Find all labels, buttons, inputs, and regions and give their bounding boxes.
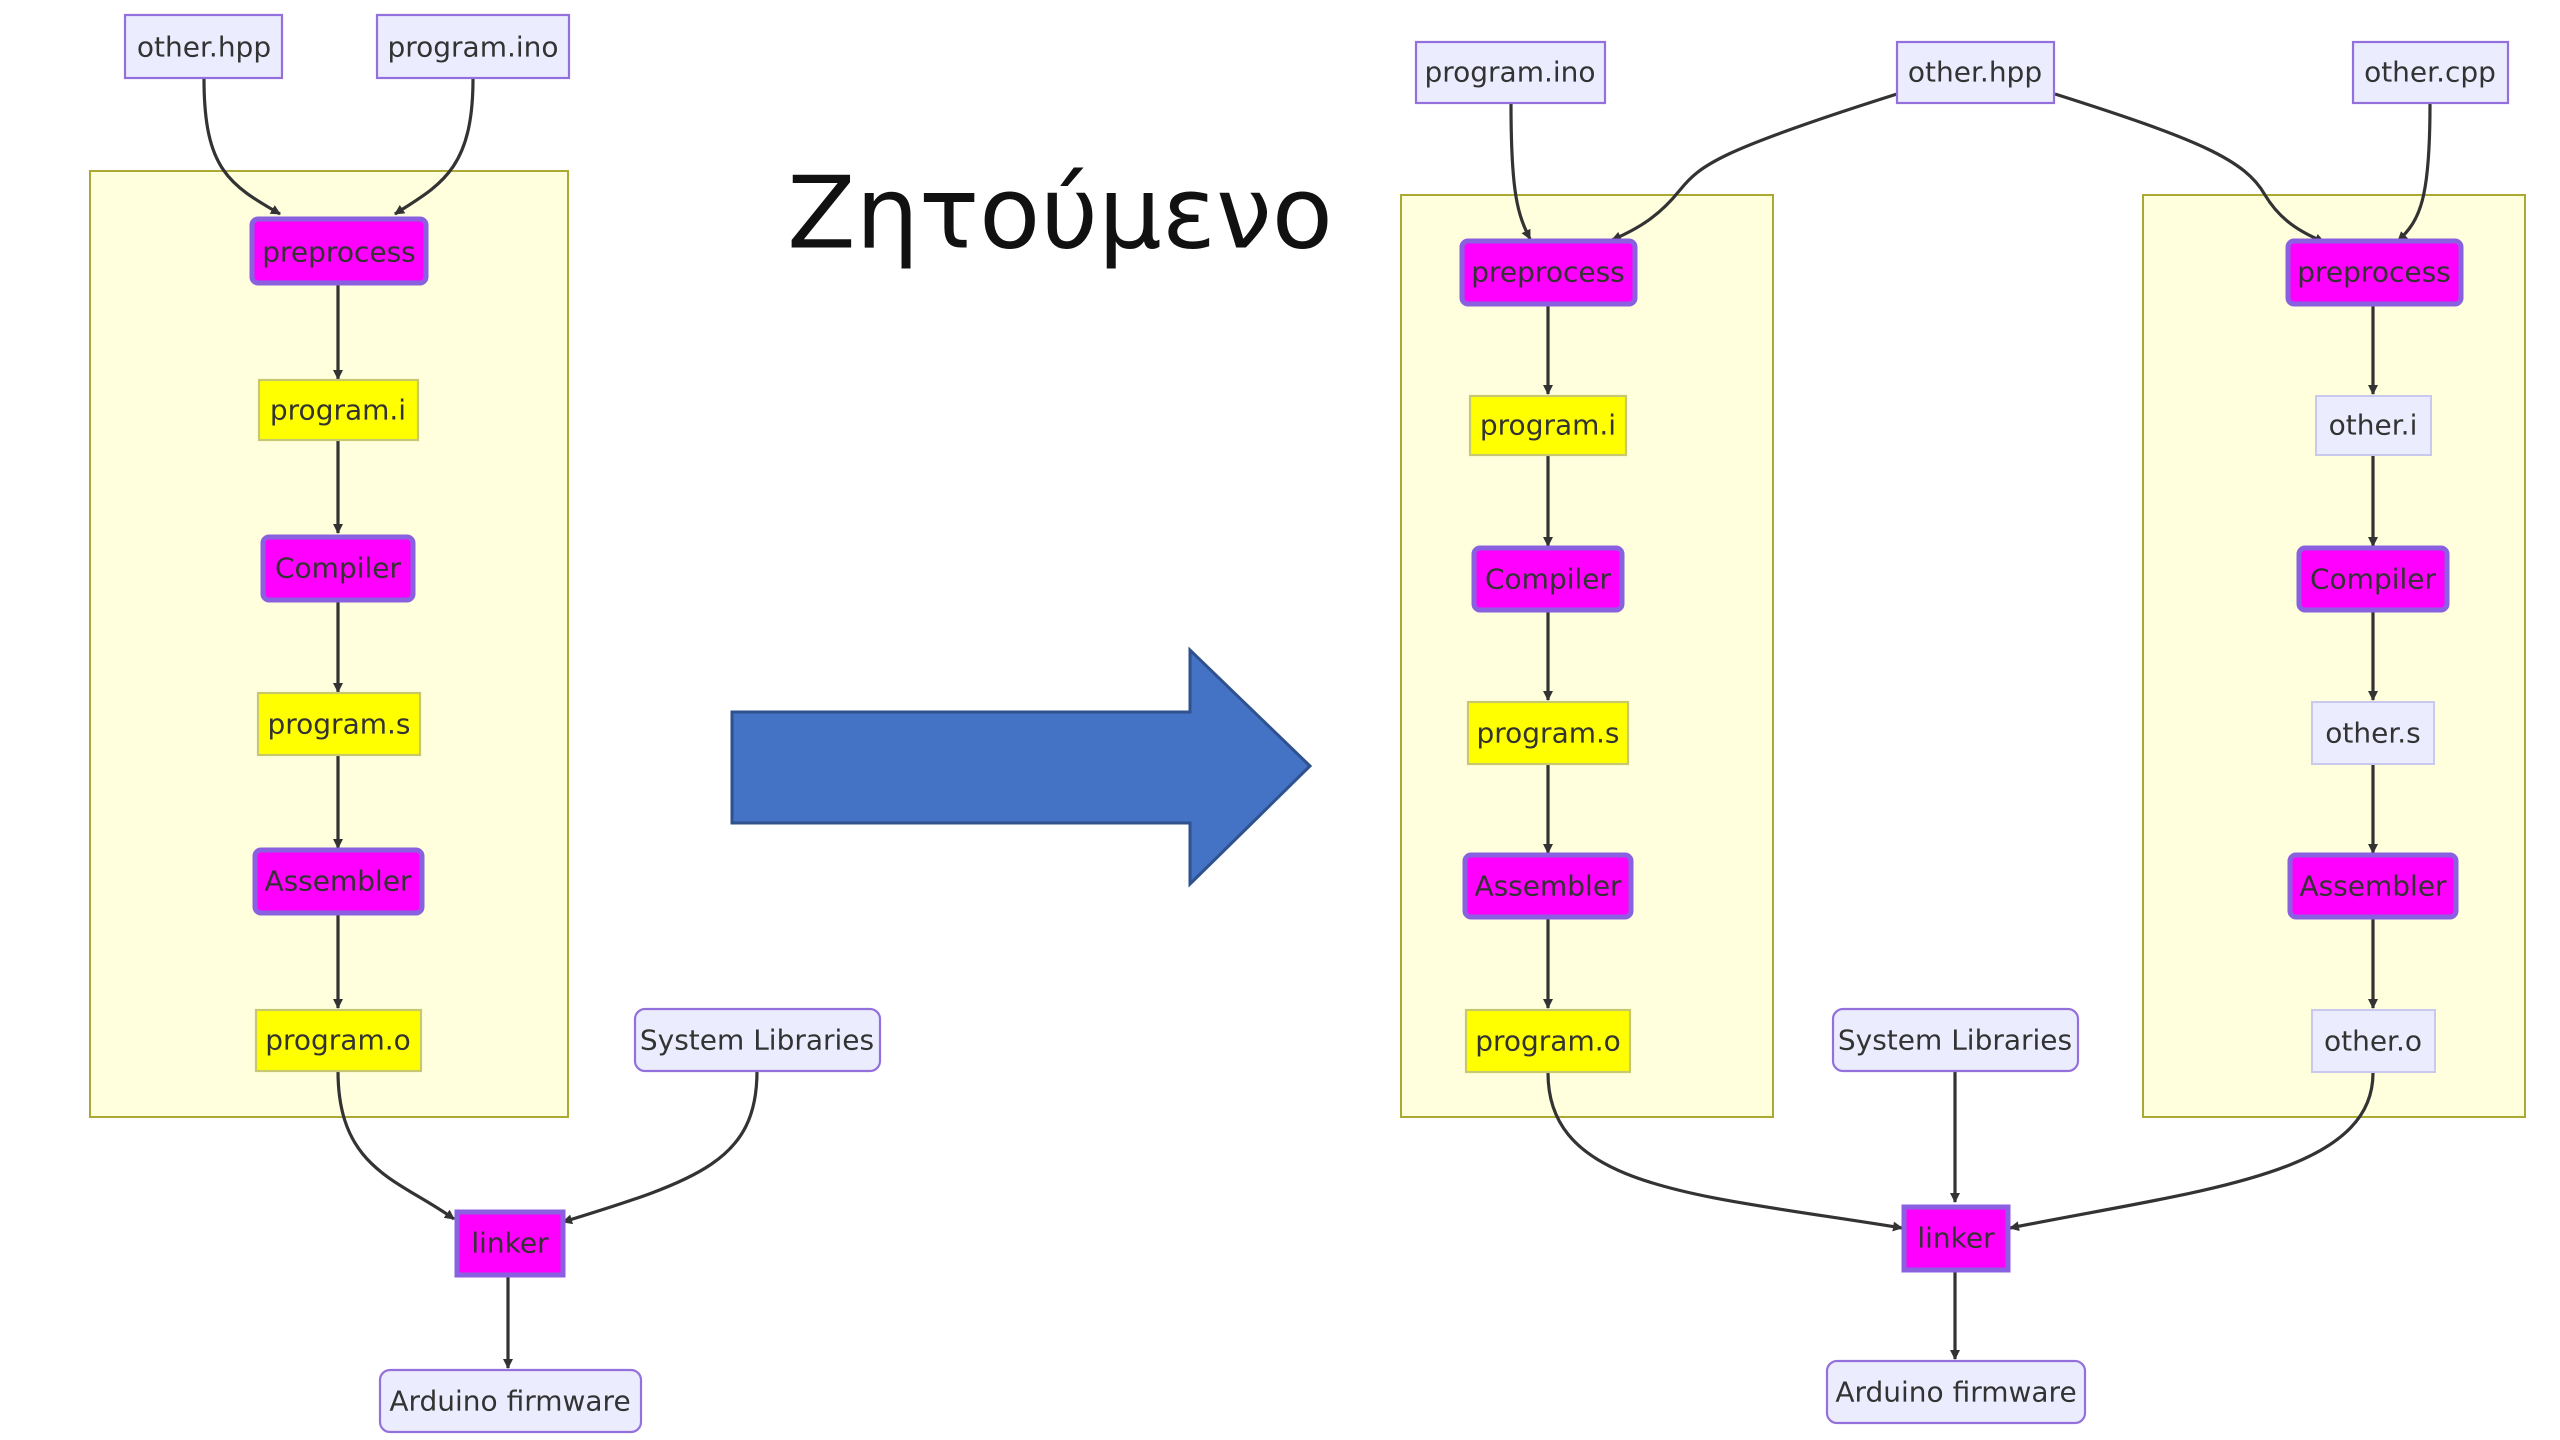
node-label: linker [1917,1222,1995,1255]
node-program-assembler: Assembler [1462,852,1634,920]
node-other-preprocess: preprocess [2285,238,2464,307]
right-diagram: program.ino other.hpp other.cpp preproce… [1400,40,2526,1425]
node-label: other.s [2325,717,2421,750]
node-other-hpp: other.hpp [123,13,284,80]
node-label: other.hpp [137,31,271,64]
node-label: Assembler [1474,870,1622,903]
node-label: Assembler [2299,870,2447,903]
node-other-s: other.s [2311,701,2435,765]
node-program-o: program.o [1464,1008,1632,1074]
other-cluster [2142,194,2526,1118]
node-label: preprocess [2297,256,2451,289]
node-other-hpp: other.hpp [1895,40,2056,105]
node-linker: linker [454,1209,566,1278]
node-label: other.cpp [2364,56,2496,89]
node-program-i: program.i [257,378,420,442]
left-diagram: other.hpp program.ino preprocess program… [89,13,882,1434]
program-cluster [1400,194,1774,1118]
node-system-libraries: System Libraries [1831,1007,2080,1073]
node-label: preprocess [262,236,416,269]
left-cluster [89,170,569,1118]
node-label: program.s [267,708,410,741]
edge-other-cpp-to-other-preprocess [2396,103,2432,243]
node-label: other.o [2324,1025,2422,1058]
edge-other-hpp-to-program-preprocess [1611,92,1898,242]
node-other-i: other.i [2315,395,2432,456]
slide-title: Ζητούμενο [787,155,1333,272]
transform-arrow-icon [730,646,1313,888]
node-program-ino: program.ino [375,13,571,80]
node-label: program.ino [387,31,558,64]
node-label: Arduino firmware [389,1385,630,1418]
node-label: System Libraries [640,1024,874,1057]
node-label: program.ino [1424,56,1595,89]
node-other-cpp: other.cpp [2351,40,2510,105]
node-arduino-firmware: Arduino firmware [378,1368,643,1434]
node-program-ino: program.ino [1414,40,1607,105]
node-program-s: program.s [256,691,422,757]
edge-program-o-to-linker [1546,1072,1903,1232]
node-other-assembler: Assembler [2287,852,2459,920]
node-compiler: Compiler [260,534,416,603]
node-linker: linker [1901,1204,2011,1273]
node-system-libraries: System Libraries [633,1007,882,1073]
edge-program-ino-to-preprocess [394,78,475,216]
node-other-o: other.o [2311,1009,2436,1073]
node-label: Arduino firmware [1835,1376,2076,1409]
node-label: program.i [1480,409,1616,442]
node-label: program.o [1475,1025,1621,1058]
edge-other-o-to-linker [2009,1072,2375,1232]
node-label: other.hpp [1908,56,2042,89]
node-label: Compiler [1485,563,1612,596]
node-program-preprocess: preprocess [1459,238,1638,307]
node-program-o: program.o [254,1008,423,1073]
edge-program-ino-to-preprocess [1509,103,1532,240]
node-label: program.i [270,394,406,427]
node-assembler: Assembler [252,847,425,916]
node-label: other.i [2329,409,2418,442]
node-program-s: program.s [1466,700,1630,766]
node-label: program.s [1476,717,1619,750]
node-label: System Libraries [1838,1024,2072,1057]
edge-system-libraries-to-linker [562,1070,759,1225]
node-arduino-firmware: Arduino firmware [1825,1359,2087,1425]
node-label: Assembler [264,865,412,898]
node-label: preprocess [1471,256,1625,289]
edge-other-hpp-to-other-preprocess [2054,92,2325,244]
node-program-i: program.i [1468,394,1628,457]
node-label: linker [471,1227,549,1260]
node-program-compiler: Compiler [1471,545,1625,613]
node-preprocess: preprocess [249,216,429,286]
edge-other-hpp-to-preprocess [202,78,281,216]
node-label: Compiler [275,552,402,585]
node-label: Compiler [2310,563,2437,596]
node-label: program.o [265,1024,411,1057]
edge-program-o-to-linker [336,1070,455,1221]
node-other-compiler: Compiler [2296,545,2450,613]
